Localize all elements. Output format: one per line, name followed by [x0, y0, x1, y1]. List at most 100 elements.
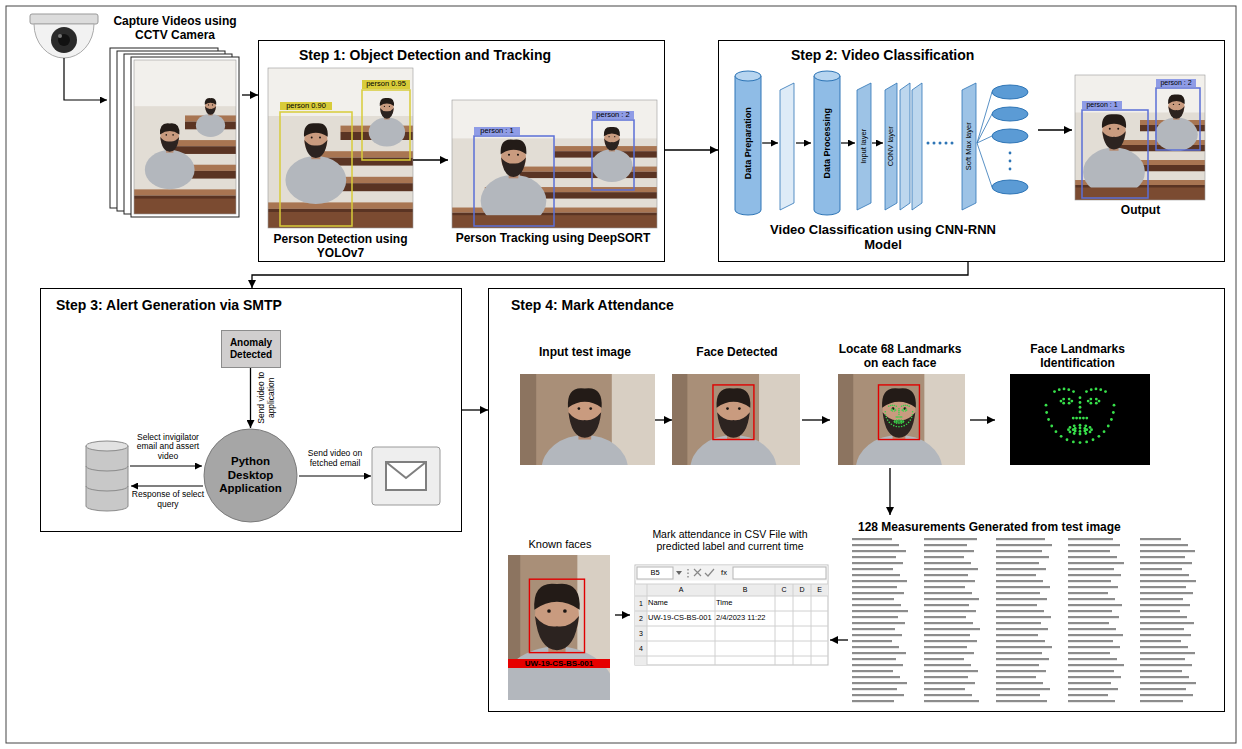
measurement-row: [996, 568, 1046, 570]
measurement-row: [1140, 568, 1182, 570]
database-band: [86, 466, 128, 491]
measurement-row: [924, 592, 972, 594]
measurement-row: [1068, 682, 1111, 684]
bounding-box: [1156, 88, 1200, 150]
layer-label-slot: CONV layer: [887, 106, 896, 186]
person-beard: [205, 106, 216, 115]
landmark-dot: [903, 408, 905, 410]
measurement-row: [996, 592, 1040, 594]
measurement-row: [1068, 550, 1110, 552]
photo: [838, 374, 965, 465]
landmark-points: [1045, 387, 1116, 444]
landmark-dot: [1063, 387, 1066, 390]
step-panel: Person Detection using YOLOv7Person Trac…: [258, 40, 665, 262]
wire: [299, 475, 371, 476]
measurement-row: [924, 622, 973, 624]
column-header: D: [793, 586, 811, 594]
measurement-row: [996, 646, 1052, 648]
measurement-row: [852, 664, 903, 666]
person-beard: [568, 412, 601, 437]
landmark-dot: [912, 414, 914, 416]
measurement-row: [1068, 568, 1114, 570]
landmark-dot: [888, 406, 890, 408]
formula-icon-slot: fx: [717, 569, 731, 578]
flow-label-slot: Response of select query: [129, 490, 207, 510]
column-header: A: [647, 586, 715, 594]
layer-slab: [962, 83, 976, 210]
landmark-dot: [903, 425, 905, 427]
measurement-row: [1068, 634, 1123, 636]
measurement-row: [1140, 688, 1186, 690]
landmark-dot: [1107, 425, 1110, 428]
layer-slab: [857, 83, 871, 210]
detection-tag: person 0.90: [282, 102, 330, 111]
landmark-dot: [894, 421, 896, 423]
grid-line: [635, 641, 828, 642]
class-output: [992, 180, 1028, 194]
table-cell: Time: [716, 599, 774, 608]
mail-tile: [372, 447, 440, 505]
landmark-dot: [895, 426, 897, 428]
measurement-row: [1140, 658, 1185, 660]
measurement-row: [852, 622, 905, 624]
landmark-dot: [1079, 401, 1082, 404]
measurement-row: [996, 658, 1049, 660]
spreadsheet-panel: Mark attendance in CSV File with predict…: [630, 528, 830, 668]
measurement-row: [852, 550, 906, 552]
column-header: B: [715, 586, 775, 594]
landmark-dot: [1058, 388, 1061, 391]
landmark-dot: [1072, 417, 1075, 420]
measurement-row: [1140, 610, 1180, 612]
measurement-row: [1140, 682, 1196, 684]
measurement-row: [996, 538, 1045, 540]
bounding-box: [474, 136, 554, 226]
table-cell-slot: Name: [648, 599, 714, 608]
node-text: Step 1: Object Detection and Tracking: [299, 47, 639, 64]
face-box: [878, 385, 919, 440]
measurement-row: [852, 568, 893, 570]
wire: [796, 142, 811, 143]
table-cell: Name: [648, 599, 714, 608]
measurement-row: [924, 544, 967, 546]
landmark-dot: [903, 405, 905, 407]
landmark-dot: [1085, 417, 1088, 420]
measurement-row: [996, 640, 1045, 642]
measurement-row: [924, 550, 974, 552]
person-beard: [501, 158, 526, 177]
person-eye: [389, 106, 390, 107]
camera-lens: [51, 27, 77, 53]
measurement-row: [852, 562, 903, 564]
landmark-dot: [1062, 398, 1065, 401]
tracking-tag-slot: person : 1: [1082, 101, 1122, 109]
measurement-row: [852, 646, 899, 648]
outer-frame: [6, 6, 1236, 743]
measurement-row: [1068, 616, 1119, 618]
person-eye: [904, 407, 907, 410]
grid-line: [635, 626, 828, 627]
measurement-row: [1140, 652, 1195, 654]
text-slot: Face Landmarks Identification: [995, 342, 1160, 370]
measurement-row: [924, 676, 968, 678]
layer-label: Soft Max layer: [965, 106, 974, 186]
measurement-row: [996, 652, 1042, 654]
landmark-dot: [891, 423, 893, 425]
measurement-row: [924, 538, 977, 540]
cylinder-top: [735, 71, 761, 81]
landmark-dot: [898, 416, 900, 418]
measurement-row: [996, 598, 1047, 600]
landmark-dot: [903, 421, 905, 423]
landmark-dot: [1085, 440, 1088, 443]
landmark-dot: [901, 406, 903, 408]
landmark-dot: [908, 422, 910, 424]
person-beard: [160, 137, 179, 152]
shape-rect: [672, 374, 687, 465]
person-eye: [208, 104, 209, 105]
grid-line: [775, 584, 776, 665]
person-beard: [1168, 106, 1184, 119]
person-hair: [160, 123, 179, 134]
layer-label: Data Preparation: [743, 88, 753, 198]
measurement-row: [996, 628, 1048, 630]
table-cell-slot: 2/4/2023 11:22: [716, 614, 775, 623]
text-slot: 128 Measurements Generated from test ima…: [858, 520, 1198, 534]
wire: [841, 142, 855, 143]
